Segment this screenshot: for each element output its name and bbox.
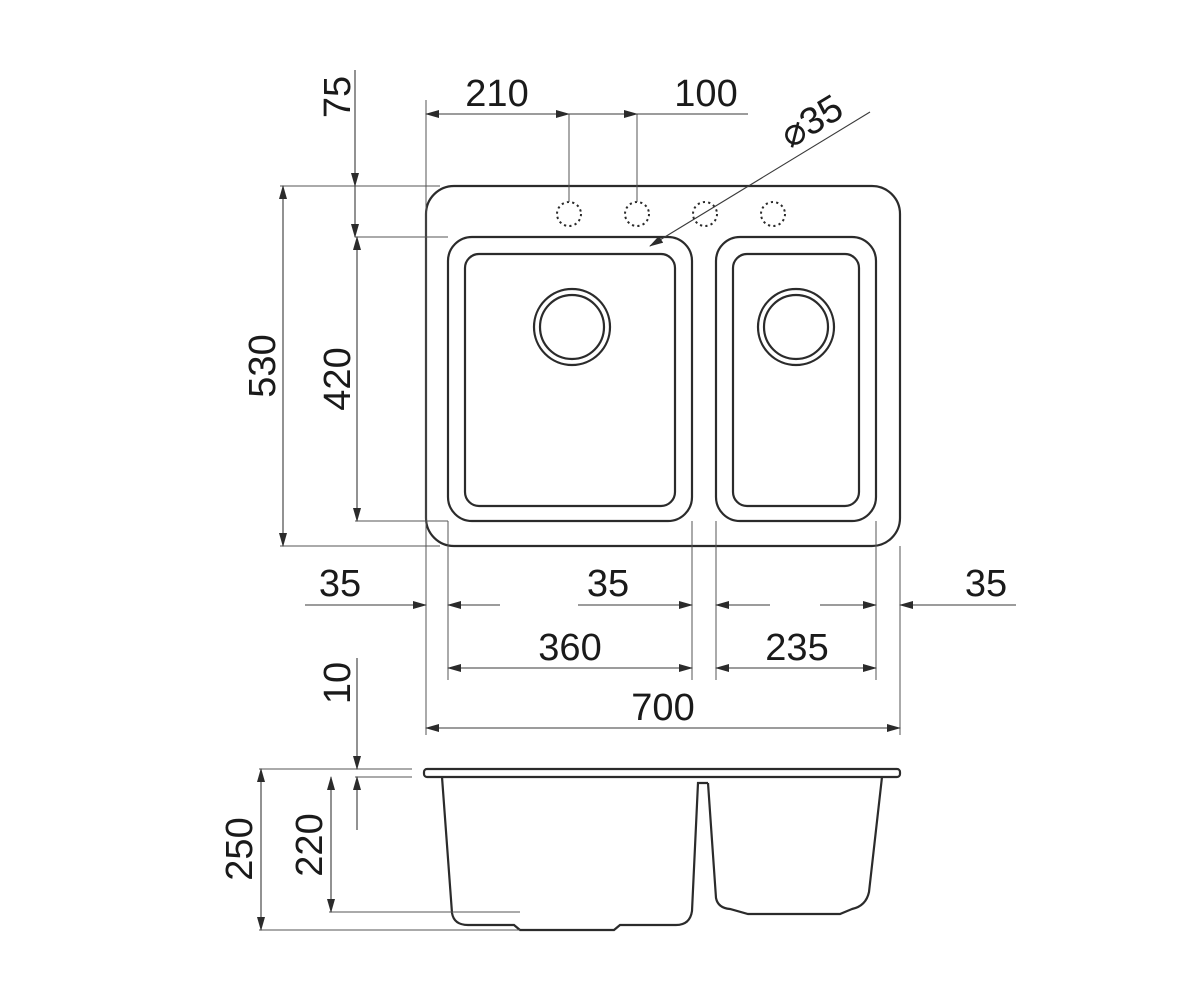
section-rim (422, 767, 902, 779)
large-bowl-drain-inner (538, 293, 606, 361)
left-margin-label: 35 (319, 563, 361, 605)
plan-labels: 75 210 100 ⌀35 530 420 35 35 35 360 235 … (242, 73, 1007, 729)
small-bowl-inner (731, 252, 861, 508)
section-large-bowl (440, 776, 708, 932)
hole-diameter-label: ⌀35 (773, 87, 850, 157)
small-bowl-drain (756, 287, 836, 367)
bowl-depth-label: 420 (317, 347, 359, 410)
small-bowl-outer (714, 235, 878, 523)
tap-hole-1 (556, 201, 582, 227)
overall-width-label: 700 (631, 687, 694, 729)
large-bowl-drain (532, 287, 612, 367)
section-extension-lines (259, 768, 520, 931)
section-view (422, 767, 902, 932)
large-bowl-inner (463, 252, 677, 508)
section-small-bowl (706, 776, 884, 916)
large-bowl-width-label: 360 (538, 627, 601, 669)
large-bowl-outer (446, 235, 694, 523)
right-margin-label: 35 (965, 563, 1007, 605)
sink-outline (424, 184, 902, 548)
plan-view (424, 184, 902, 548)
middle-divider-label: 35 (587, 563, 629, 605)
hole-offset-label: 210 (465, 73, 528, 115)
section-dimension-lines (257, 658, 361, 931)
bowl-height-label: 220 (289, 813, 331, 876)
small-bowl-drain-inner (762, 293, 830, 361)
plan-dimension-lines (279, 70, 1016, 732)
tap-hole-3 (692, 201, 718, 227)
hole-diameter-leader (649, 111, 871, 247)
overall-height-label: 250 (219, 817, 261, 880)
tap-hole-2 (624, 201, 650, 227)
small-bowl-width-label: 235 (765, 627, 828, 669)
section-labels: 10 250 220 (219, 662, 359, 881)
top-margin-label: 75 (317, 76, 359, 118)
tap-hole-4 (760, 201, 786, 227)
rim-thickness-label: 10 (317, 662, 359, 704)
plan-extension-lines (280, 100, 901, 735)
hole-spacing-label: 100 (674, 73, 737, 115)
overall-depth-label: 530 (242, 334, 284, 397)
